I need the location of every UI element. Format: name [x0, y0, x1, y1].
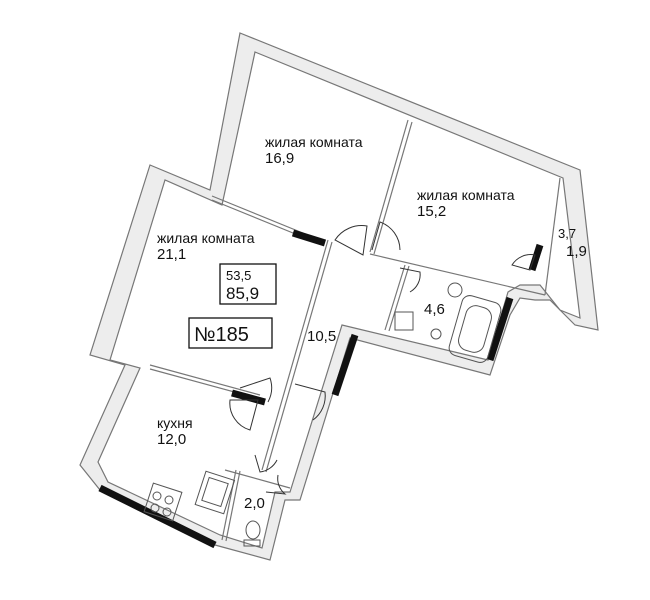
partitions [149, 119, 561, 542]
total-area-value: 85,9 [226, 284, 259, 303]
wc-area: 2,0 [244, 495, 265, 512]
living-left-name: жилая комната [157, 230, 255, 246]
bedroom-top-name: жилая комната [265, 134, 363, 150]
bedroom-top-area: 16,9 [265, 150, 294, 167]
doors [229, 221, 536, 495]
living-area-value: 53,5 [226, 268, 251, 283]
kitchen-area: 12,0 [157, 431, 186, 448]
fixtures [143, 282, 502, 547]
balcony-area: 1,9 [566, 243, 587, 260]
bedroom-right-area: 15,2 [417, 203, 446, 220]
balcony-area-alt: 3,7 [558, 226, 576, 241]
room-labels: жилая комната 16,9 жилая комната 15,2 жи… [157, 134, 587, 512]
kitchen-name: кухня [157, 415, 193, 431]
outer-walls [79, 32, 599, 561]
hall-area: 10,5 [307, 328, 336, 345]
apartment-number: №185 [194, 324, 249, 346]
apartment-number-badge: №185 [188, 317, 273, 349]
bedroom-right-name: жилая комната [417, 187, 515, 203]
bathroom-area: 4,6 [424, 301, 445, 318]
area-summary: 53,5 85,9 [219, 263, 277, 305]
living-left-area: 21,1 [157, 246, 186, 263]
